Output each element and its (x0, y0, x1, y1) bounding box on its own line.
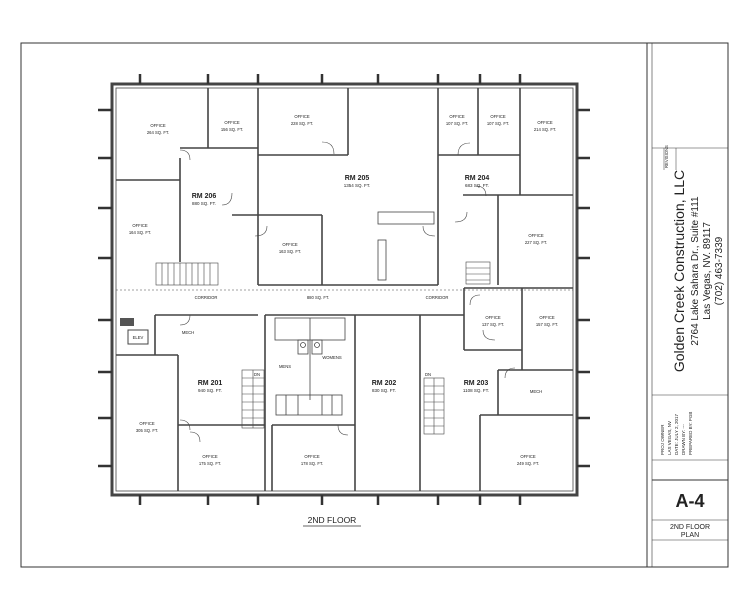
room-name-rm-201: RM 201 (198, 380, 223, 387)
office-o-area: 249 SQ. FT. (517, 461, 539, 466)
stair-upper-right (465, 261, 491, 285)
interior-walls (116, 88, 573, 491)
elevator (120, 318, 149, 345)
address-line-1: 2764 Lake Sahara Dr., Suite #111 (690, 196, 701, 346)
room-name-rm-203: RM 203 (464, 380, 489, 387)
corridor-right-label: CORRIDOR (426, 295, 449, 300)
exterior-columns (98, 74, 590, 505)
mech-label-2: MECH (530, 389, 542, 394)
office-c-label: OFFICE (294, 114, 310, 119)
stair-dn-label-1: DN (254, 372, 260, 377)
office-l-area: 305 SQ. FT. (136, 428, 158, 433)
office-d-area: 107 SQ. FT. (446, 121, 468, 126)
company-name: Golden Creek Construction, LLC (671, 170, 687, 372)
office-j-area: 137 SQ. FT. (482, 322, 504, 327)
office-k-area: 157 SQ. FT. (536, 322, 558, 327)
office-e-label: OFFICE (490, 114, 506, 119)
elevator-label: ELEV (133, 335, 144, 340)
office-h-area: 163 SQ. FT. (279, 249, 301, 254)
office-e-area: 107 SQ. FT. (487, 121, 509, 126)
plan-caption-text: 2ND FLOOR (308, 515, 357, 525)
office-l-label: OFFICE (139, 421, 155, 426)
room-name-rm-204: RM 204 (465, 175, 490, 182)
room-name-rm-202: RM 202 (372, 380, 397, 387)
sheet-number: A-4 (675, 491, 704, 511)
room-area-rm-202: 830 SQ. FT. (372, 388, 396, 393)
exterior-walls (110, 82, 579, 497)
office-c-area: 228 SQ. FT. (291, 121, 313, 126)
stair-upper-left (155, 262, 219, 286)
office-m-label: OFFICE (202, 454, 218, 459)
phone-number: (702) 463-7339 (714, 236, 725, 305)
office-h-label: OFFICE (282, 242, 298, 247)
stair-lower-right (423, 377, 445, 435)
room-area-rm-203: 1108 SQ. FT. (463, 388, 489, 393)
stair-lower-left (241, 369, 265, 429)
office-i-area: 227 SQ. FT. (525, 240, 547, 245)
info-line-4: DRAWN BY: --- (681, 424, 686, 455)
office-labels: OFFICE 264 SQ. FT. OFFICE 156 SQ. FT. OF… (129, 114, 558, 466)
mech-label-1: MECH (182, 330, 194, 335)
office-b-label: OFFICE (224, 120, 240, 125)
office-k-label: OFFICE (539, 315, 555, 320)
sheet-border (20, 42, 729, 568)
office-f-area: 214 SQ. FT. (534, 127, 556, 132)
womens-label: WOMENS (322, 355, 342, 360)
door-swings (179, 141, 516, 443)
office-j-label: OFFICE (485, 315, 501, 320)
office-o-label: OFFICE (520, 454, 536, 459)
info-line-2: LAS VEGAS, NV (667, 421, 672, 455)
room-name-rm-205: RM 205 (345, 175, 370, 182)
sheet-title-line-2: PLAN (681, 532, 699, 539)
info-line-1: PROJ OWNER (660, 424, 665, 455)
kitchen-counter (377, 211, 435, 281)
misc-labels: CORRIDOR 880 SQ. FT. CORRIDOR MECH MECH … (133, 295, 543, 394)
office-i-label: OFFICE (528, 233, 544, 238)
restroom-fixtures (274, 317, 346, 416)
office-n-area: 178 SQ. FT. (301, 461, 323, 466)
revisions-label: REVISIONS (664, 145, 669, 168)
office-g-area: 164 SQ. FT. (129, 230, 151, 235)
plan-caption: 2ND FLOOR (303, 515, 361, 527)
stair-dn-label-2: DN (425, 372, 431, 377)
sheet-title-line-1: 2ND FLOOR (670, 524, 710, 531)
title-block: REVISIONS Golden Creek Construction, LLC… (646, 43, 728, 567)
office-m-area: 175 SQ. FT. (199, 461, 221, 466)
room-area-rm-205: 1354 SQ. FT. (344, 183, 371, 188)
room-labels: RM 206 880 SQ. FT. RM 205 1354 SQ. FT. R… (192, 175, 490, 393)
office-d-label: OFFICE (449, 114, 465, 119)
room-area-rm-201: 940 SQ. FT. (198, 388, 222, 393)
room-area-rm-206: 880 SQ. FT. (192, 201, 216, 206)
office-a-label: OFFICE (150, 123, 166, 128)
info-line-3: DATE: JULY 2, 2017 (674, 413, 679, 455)
office-a-area: 264 SQ. FT. (147, 130, 169, 135)
address-line-2: Las Vegas, NV. 89117 (702, 222, 713, 320)
office-g-label: OFFICE (132, 223, 148, 228)
office-b-area: 156 SQ. FT. (221, 127, 243, 132)
mens-label: MENS (279, 364, 291, 369)
room-name-rm-206: RM 206 (192, 193, 217, 200)
room-area-rm-204: 683 SQ. FT. (465, 183, 489, 188)
corridor-area-label: 880 SQ. FT. (307, 295, 329, 300)
corridor-left-label: CORRIDOR (195, 295, 218, 300)
office-n-label: OFFICE (304, 454, 320, 459)
office-f-label: OFFICE (537, 120, 553, 125)
info-line-5: PREPARED BY: PGB (688, 412, 693, 455)
